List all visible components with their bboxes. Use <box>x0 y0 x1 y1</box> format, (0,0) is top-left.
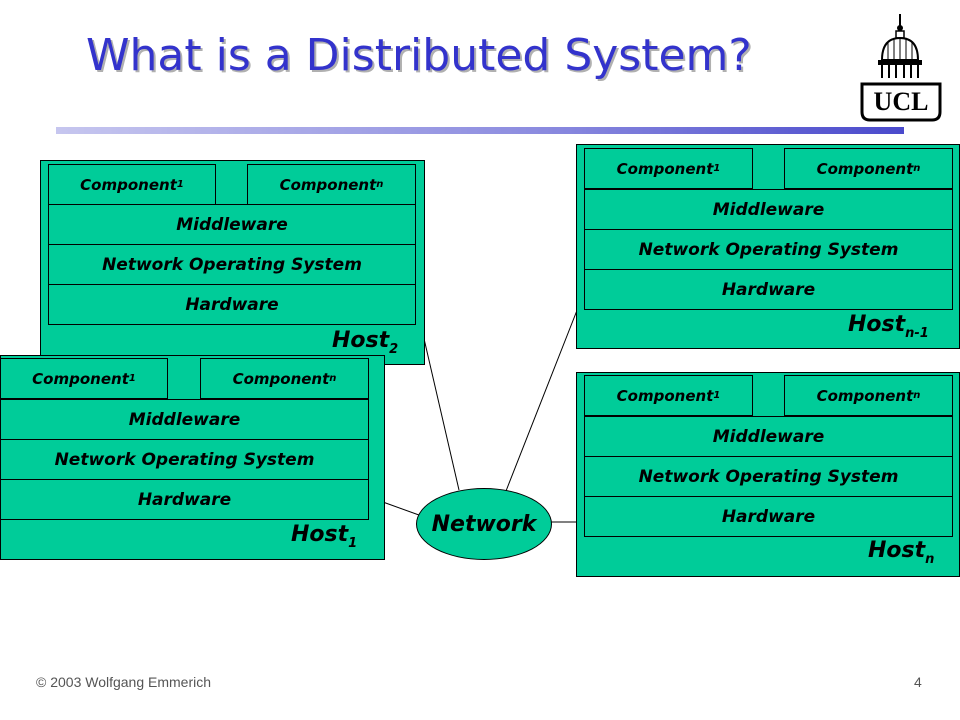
host-n-middleware: Middleware <box>584 416 953 457</box>
host-2-label: Host2 <box>332 328 399 357</box>
network-ellipse: Network <box>416 488 552 560</box>
ucl-logo-text: UCL <box>874 87 929 116</box>
network-label: Network <box>431 511 537 537</box>
host-n-hardware: Hardware <box>584 496 953 537</box>
ucl-logo: UCL <box>860 14 942 122</box>
host-n-minus-1-label: Hostn-1 <box>848 312 929 341</box>
host-2-middleware: Middleware <box>48 204 416 245</box>
host-1-label: Host1 <box>291 522 358 551</box>
host-n-label: Hostn <box>868 538 935 567</box>
link-host-n-minus-1 <box>505 289 586 492</box>
host-1-middleware: Middleware <box>0 399 369 440</box>
title-underline <box>56 127 904 134</box>
slide-title: What is a Distributed System? <box>86 30 752 81</box>
host-1-network-os: Network Operating System <box>0 439 369 480</box>
footer-copyright: © 2003 Wolfgang Emmerich <box>36 674 212 690</box>
host-2-network-os: Network Operating System <box>48 244 416 285</box>
host-n-minus-1-hardware: Hardware <box>584 269 953 310</box>
host-2-hardware: Hardware <box>48 284 416 325</box>
page-number: 4 <box>914 674 922 690</box>
host-n-minus-1-network-os: Network Operating System <box>584 229 953 270</box>
host-n-network-os: Network Operating System <box>584 456 953 497</box>
host-1-hardware: Hardware <box>0 479 369 520</box>
host-n-minus-1-middleware: Middleware <box>584 189 953 230</box>
